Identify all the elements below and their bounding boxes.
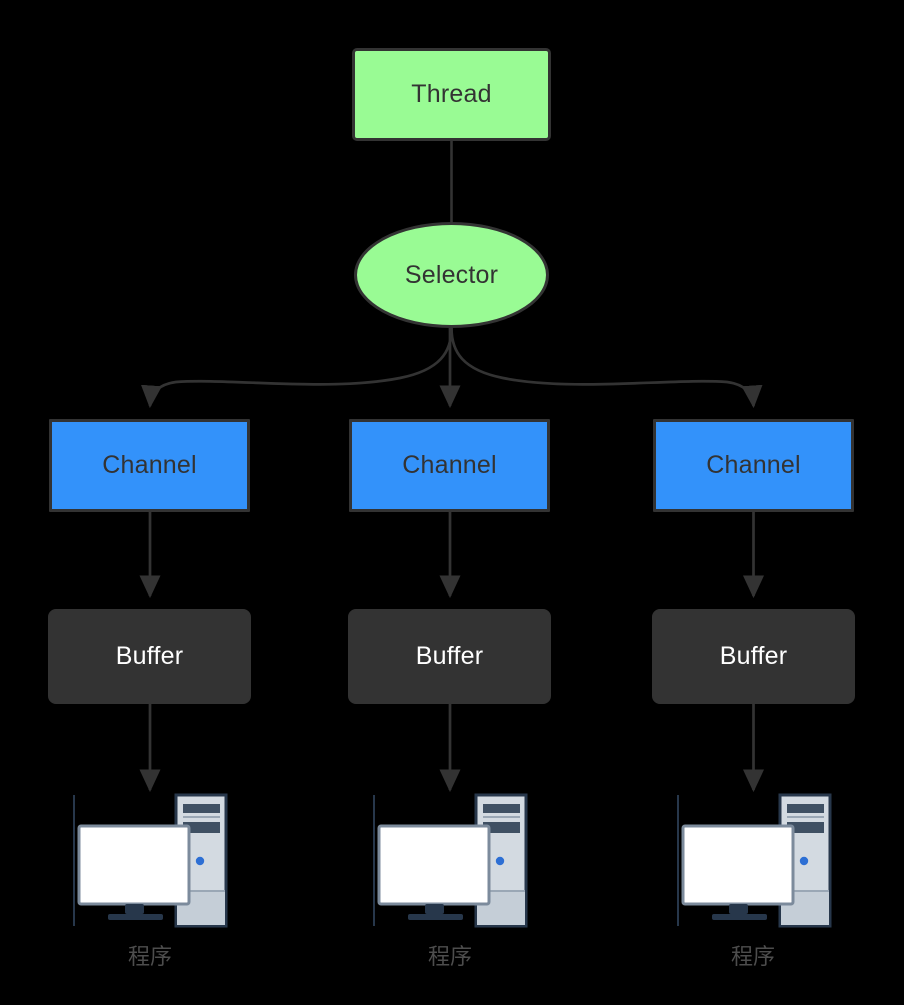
edge-selector-to-channel-0 [140,327,453,409]
node-channel-0-label: Channel [102,451,197,479]
program-caption-2: 程序 [730,944,775,969]
program-caption-1: 程序 [427,944,472,969]
node-channel-2[interactable]: Channel [653,419,854,512]
node-buffer-0-label: Buffer [115,642,184,670]
node-buffer-1-label: Buffer [415,642,484,670]
program-caption-0: 程序 [127,944,172,969]
node-program-1[interactable] [373,793,528,928]
node-thread[interactable]: Thread [352,48,551,141]
desktop-computer-icon [677,793,832,928]
desktop-computer-icon [373,793,528,928]
node-thread-label: Thread [411,80,492,108]
node-buffer-2-label: Buffer [719,642,788,670]
desktop-computer-icon [73,793,228,928]
edge-selector-to-channel-2 [450,327,763,409]
node-buffer-1[interactable]: Buffer [348,609,551,704]
node-buffer-2[interactable]: Buffer [652,609,855,704]
node-buffer-0[interactable]: Buffer [48,609,251,704]
node-program-2[interactable] [677,793,832,928]
node-channel-1[interactable]: Channel [349,419,550,512]
node-selector[interactable]: Selector [354,222,549,328]
node-channel-1-label: Channel [402,451,497,479]
node-program-0[interactable] [73,793,228,928]
node-selector-label: Selector [404,260,499,289]
node-channel-2-label: Channel [706,451,801,479]
node-channel-0[interactable]: Channel [49,419,250,512]
